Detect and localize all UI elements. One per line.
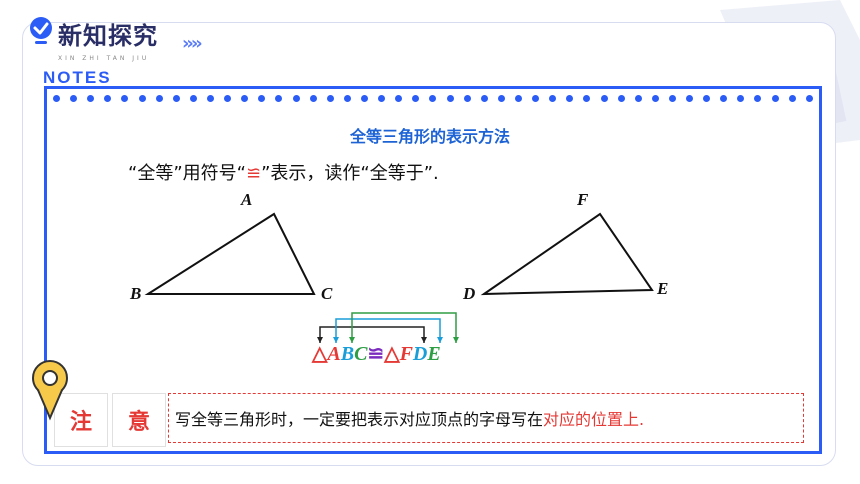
expr-letter-a: A [327,343,341,365]
header-pinyin: XIN ZHI TAN JIU [58,55,150,62]
expr-letter-b: B [340,343,355,365]
location-pin-icon [32,360,68,421]
checkmark-pin-icon [30,17,52,44]
expr-letter-c: C [354,343,368,365]
note-box: 注 意 写全等三角形时，一定要把表示对应顶点的字母写在对应的位置上. [48,393,804,447]
vertex-d-label: D [463,284,476,303]
triangle-symbol-1: △ [312,343,328,365]
expr-letter-e: E [427,343,441,365]
vertex-c-label: C [321,284,333,303]
expr-congruent-symbol: ≌ [367,343,385,365]
vertex-f-label: F [577,190,589,209]
statement-part2: ”表示，读作“全等于”. [261,163,439,184]
chevrons-icon: ›››› [182,33,203,54]
expr-letter-d: D [412,343,428,365]
note-label-1: 注 [54,393,108,447]
notes-label: NOTES [43,68,112,87]
vertex-b-label: B [130,284,142,303]
note-text-plain: 写全等三角形时，一定要把表示对应顶点的字母写在 [175,410,544,429]
section-title: 全等三角形的表示方法 [349,127,510,146]
note-text: 写全等三角形时，一定要把表示对应顶点的字母写在对应的位置上. [168,393,804,443]
expr-letter-f: F [399,343,413,365]
triangle-symbol-2: △ [384,343,400,365]
note-text-red: 对应的位置上. [543,410,645,429]
congruent-symbol: ≌ [245,163,262,184]
vertex-e-label: E [657,279,669,298]
note-label-2: 意 [112,393,166,447]
binder-rings [53,95,813,107]
statement-part1: “全等”用符号“ [128,163,246,184]
congruence-statement: “全等”用符号“≌”表示，读作“全等于”. [128,159,439,185]
congruence-expression: △ABC≌△FDE [312,341,441,366]
vertex-a-label: A [241,190,253,209]
header-title: 新知探究 [58,22,158,50]
